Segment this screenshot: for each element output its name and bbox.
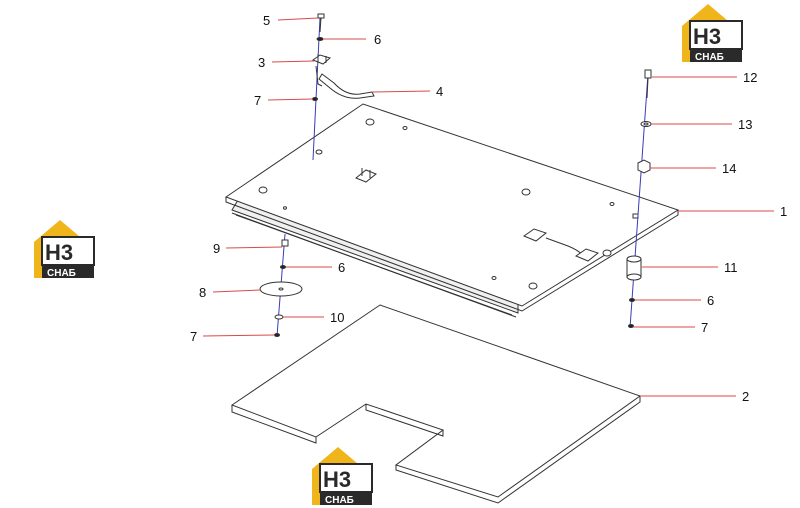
watermark-logo-sub-text: СНАБ [695,52,724,63]
callout-5: 5 [263,13,270,28]
floor-mat-part [230,304,642,504]
callout-9: 9 [213,241,220,256]
watermark-logo-main-text: H3 [45,240,73,265]
callout-7-right: 7 [701,320,708,335]
watermark-logo-top-right: H3 СНАБ [682,4,743,63]
watermark-logo-sub-text: СНАБ [47,268,76,279]
callout-6-top: 6 [374,32,381,47]
callout-6-left: 6 [338,260,345,275]
watermark-logo-left: H3 СНАБ [34,220,95,279]
callout-10: 10 [330,310,344,325]
callout-numbers: 5 6 3 7 4 12 13 14 1 11 9 6 8 10 7 6 7 2 [190,13,787,404]
main-plate-part [224,103,680,318]
callout-1: 1 [780,204,787,219]
callout-14: 14 [722,161,736,176]
watermark-logo-bottom: H3 СНАБ [312,447,373,506]
callout-13: 13 [738,117,752,132]
callout-3: 3 [258,55,265,70]
watermark-logo-main-text: H3 [323,467,351,492]
callout-2: 2 [742,389,749,404]
callout-8: 8 [199,285,206,300]
callout-7-left: 7 [190,329,197,344]
left-bottom-fastener-stack [259,233,303,337]
right-fastener-stack [626,69,652,329]
callout-6-right: 6 [707,293,714,308]
callout-7-top: 7 [254,93,261,108]
callout-11: 11 [724,260,738,275]
watermark-logo-main-text: H3 [693,24,721,49]
callout-4: 4 [436,84,443,99]
leader-lines [202,17,774,397]
callout-12: 12 [743,70,757,85]
watermark-logo-sub-text: СНАБ [325,495,354,506]
